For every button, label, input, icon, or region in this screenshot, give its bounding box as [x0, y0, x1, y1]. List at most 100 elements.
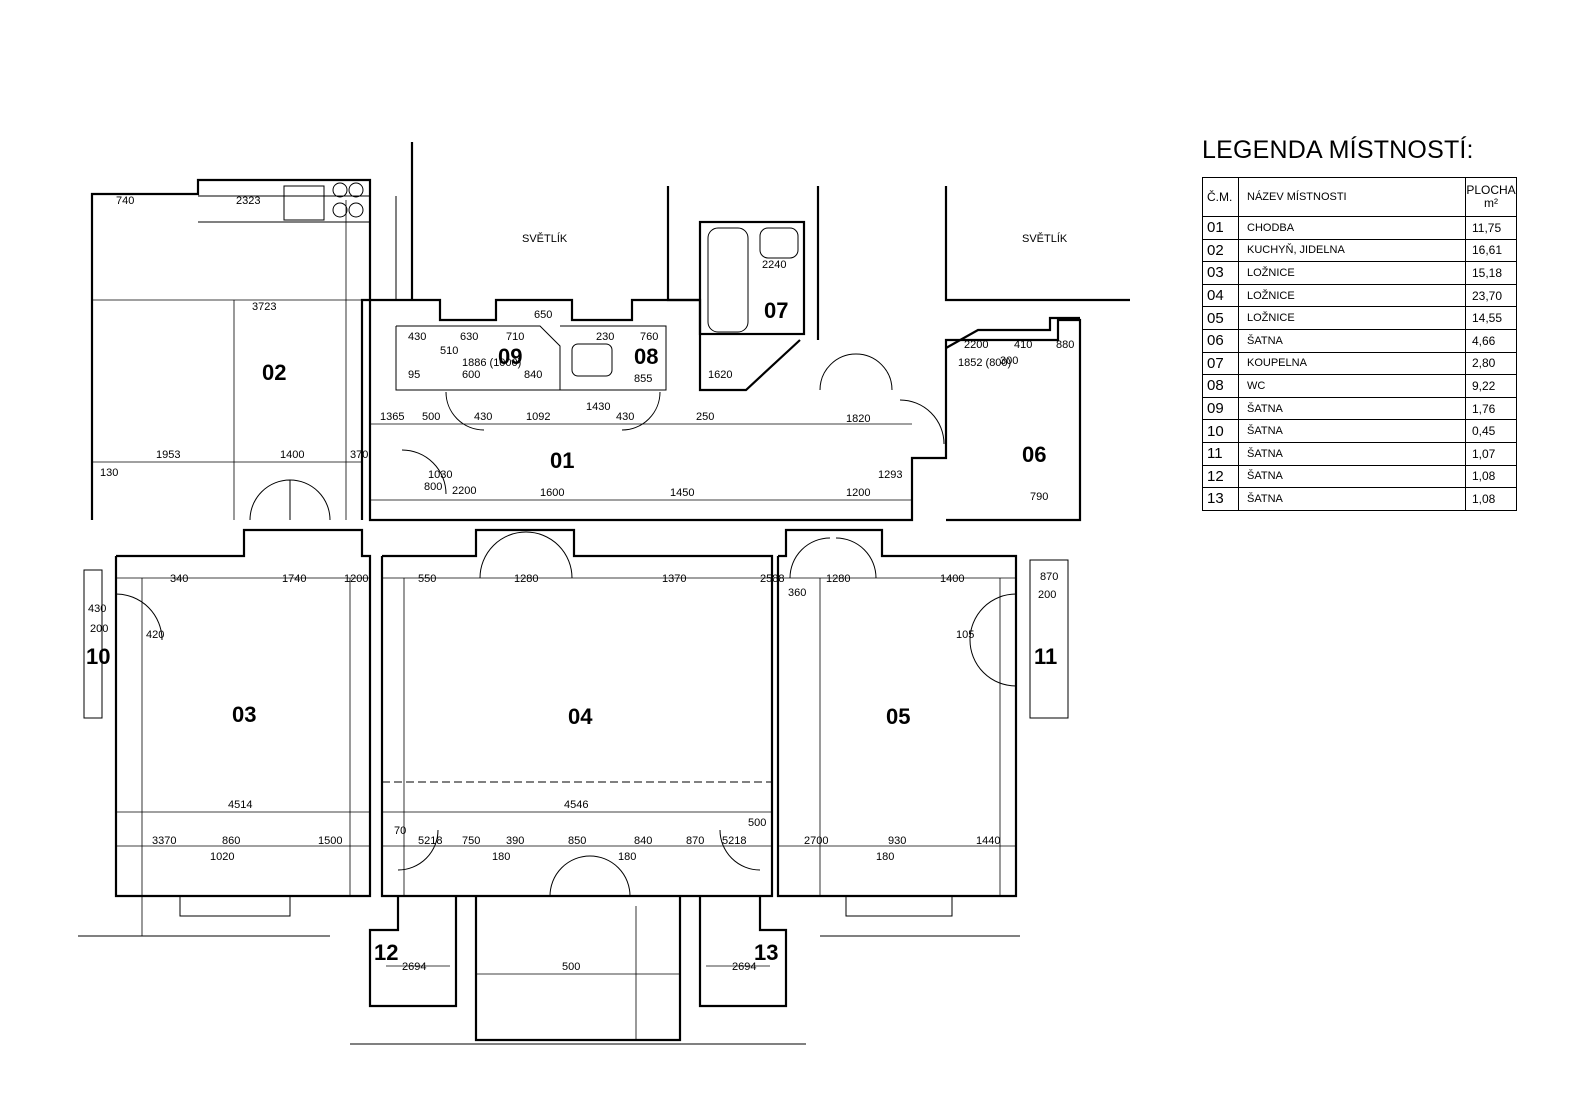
- room-number-03: 03: [232, 702, 256, 727]
- room-area-cell: 1,76: [1465, 396, 1517, 421]
- dim-label: 5218: [722, 835, 746, 847]
- dim-label: 1400: [280, 449, 304, 461]
- legend-header-no: Č.M.: [1202, 177, 1239, 217]
- dim-label: 1280: [514, 573, 538, 585]
- dim-label: 1820: [846, 413, 870, 425]
- dim-label: 230: [596, 331, 614, 343]
- room-no-cell: 04: [1202, 283, 1239, 308]
- dim-label: 860: [222, 835, 240, 847]
- room-name-cell: LOŽNICE: [1238, 306, 1466, 330]
- room-no-cell: 06: [1202, 328, 1239, 353]
- door-swings: [115, 353, 1017, 897]
- dim-label: 550: [418, 573, 436, 585]
- room-name-cell: ŠATNA: [1238, 441, 1466, 466]
- dim-label: 430: [616, 411, 634, 423]
- room-name-cell: KUCHYŇ, JIDELNA: [1238, 238, 1466, 263]
- dim-label: 300: [1000, 355, 1018, 367]
- light-well-walls: SVĚTLÍK SVĚTLÍK: [395, 142, 1130, 340]
- dimension-labels: 740 2323 3723 1953 1400 370 130 340 1740…: [88, 195, 1074, 973]
- room-no-cell: 12: [1202, 464, 1239, 489]
- room-name-cell: LOŽNICE: [1238, 283, 1466, 308]
- dim-label: 1400: [940, 573, 964, 585]
- room-no-cell: 11: [1202, 441, 1239, 466]
- room-area-cell: 9,22: [1465, 374, 1517, 398]
- room-name-cell: ŠATNA: [1238, 487, 1466, 511]
- dim-label: 1020: [210, 851, 234, 863]
- dim-label: 390: [506, 835, 524, 847]
- room-no-cell: 05: [1202, 306, 1239, 330]
- legend-title: LEGENDA MÍSTNOSTÍ:: [1202, 136, 1474, 164]
- room-area-cell: 1,07: [1465, 441, 1517, 466]
- room-name-cell: KOUPELNA: [1238, 351, 1466, 376]
- dim-label: 750: [462, 835, 480, 847]
- room-number-13: 13: [754, 940, 778, 965]
- dim-label: 840: [524, 369, 542, 381]
- room-name-cell: ŠATNA: [1238, 464, 1466, 489]
- room-area-cell: 11,75: [1465, 216, 1517, 240]
- room-name-cell: LOŽNICE: [1238, 261, 1466, 285]
- dim-label: 510: [440, 345, 458, 357]
- room-number-09: 09: [498, 344, 522, 369]
- room-area-cell: 2,80: [1465, 351, 1517, 376]
- room-area-cell: 16,61: [1465, 238, 1517, 263]
- room-area-cell: 14,55: [1465, 306, 1517, 330]
- room-number-11: 11: [1034, 644, 1057, 669]
- room-no-cell: 01: [1202, 216, 1239, 240]
- dim-label: 650: [534, 309, 552, 321]
- dim-label: 1430: [586, 401, 610, 413]
- legend-header-name: NÁZEV MÍSTNOSTI: [1238, 177, 1466, 217]
- room-no-cell: 13: [1202, 487, 1239, 511]
- room-number-08: 08: [634, 344, 658, 369]
- dim-label: 105: [956, 629, 974, 641]
- dim-label: 250: [696, 411, 714, 423]
- dim-label: 710: [506, 331, 524, 343]
- room-no-cell: 08: [1202, 374, 1239, 398]
- dim-label: 1370: [662, 573, 686, 585]
- dim-label: 180: [876, 851, 894, 863]
- room-area-cell: 0,45: [1465, 419, 1517, 443]
- dim-label: 1953: [156, 449, 180, 461]
- dim-label: 600: [462, 369, 480, 381]
- room-no-cell: 10: [1202, 419, 1239, 443]
- dim-label: 1500: [318, 835, 342, 847]
- dim-label: 880: [1056, 339, 1074, 351]
- dim-label: 3370: [152, 835, 176, 847]
- dim-label: 1600: [540, 487, 564, 499]
- room-name-cell: ŠATNA: [1238, 419, 1466, 443]
- dim-label: 1200: [846, 487, 870, 499]
- dim-label: 180: [492, 851, 510, 863]
- dim-label: 2694: [402, 961, 426, 973]
- dim-label: 200: [90, 623, 108, 635]
- room-number-05: 05: [886, 704, 910, 729]
- room-number-06: 06: [1022, 442, 1046, 467]
- dim-label: 430: [88, 603, 106, 615]
- legend-header-area-unit: m²: [1484, 196, 1498, 210]
- dim-label: 740: [116, 195, 134, 207]
- dim-label: 3723: [252, 301, 276, 313]
- dimension-lines: [92, 200, 1081, 1040]
- dim-label: 430: [474, 411, 492, 423]
- dim-label: 1200: [344, 573, 368, 585]
- dim-label: 410: [1014, 339, 1032, 351]
- dim-label: 1440: [976, 835, 1000, 847]
- dim-label: 1620: [708, 369, 732, 381]
- room-area-cell: 1,08: [1465, 487, 1517, 511]
- room-no-cell: 07: [1202, 351, 1239, 376]
- room-area-cell: 15,18: [1465, 261, 1517, 285]
- dim-label: 840: [634, 835, 652, 847]
- dim-label: 1030: [428, 469, 452, 481]
- dim-label: 2700: [804, 835, 828, 847]
- room-number-04: 04: [568, 704, 593, 729]
- dim-label: 850: [568, 835, 586, 847]
- dim-label: 2323: [236, 195, 260, 207]
